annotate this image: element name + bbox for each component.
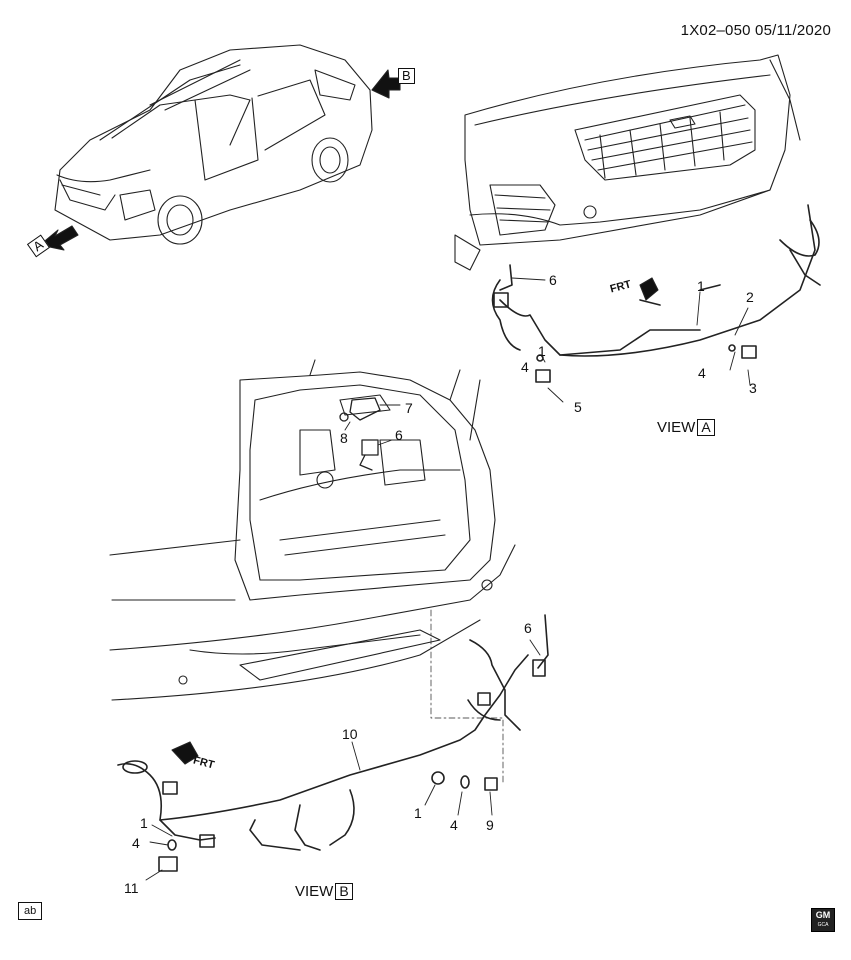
arrow-a-icon [39,225,79,251]
callout-mid-8: 8 [340,430,348,446]
callout-a-5: 5 [574,399,582,415]
callout-a-2: 2 [746,289,754,305]
callout-a-1: 1 [697,278,705,294]
view-b-harness-drawing [117,609,549,872]
gm-logo-text: GM [815,909,831,920]
arrow-b-icon [371,69,401,99]
callout-b-4b: 4 [132,835,140,851]
frt-arrow-a-icon [639,277,659,301]
callout-a-1b: 1 [538,343,546,359]
frt-arrow-b-icon [171,741,199,765]
gm-logo: GM GCA [811,908,835,932]
callout-b-10: 10 [342,726,358,742]
view-a-callout-leaders [511,277,751,403]
view-a-harness-drawing [491,204,821,383]
view-a-front-fascia-drawing [454,54,801,271]
callout-b-4: 4 [450,817,458,833]
callout-a-3: 3 [749,380,757,396]
rear-cargo-drawing [109,359,516,701]
callout-a-4: 4 [521,359,529,375]
callout-b-11: 11 [124,880,139,896]
callout-a-4b: 4 [698,365,706,381]
callout-b-1: 1 [414,805,422,821]
callout-b-1b: 1 [140,815,148,831]
mid-parts-drawing [339,397,401,471]
vehicle-overview-drawing [54,44,373,245]
callout-a-6: 6 [549,272,557,288]
view-a-letter: A [697,419,715,436]
callout-mid-6: 6 [395,427,403,443]
doc-id: 1X02–050 05/11/2020 [680,22,831,39]
arrow-b-label: B [398,68,415,84]
callout-b-6: 6 [524,620,532,636]
view-b-text: VIEW [295,883,334,900]
ab-tag: ab [18,902,43,920]
callout-b-9: 9 [486,817,494,833]
gm-logo-subtext: GCA [817,921,829,928]
view-b-letter: B [335,883,353,900]
callout-mid-7: 7 [405,400,413,416]
view-b-callout-leaders [145,639,541,881]
view-a-text: VIEW [657,419,696,436]
